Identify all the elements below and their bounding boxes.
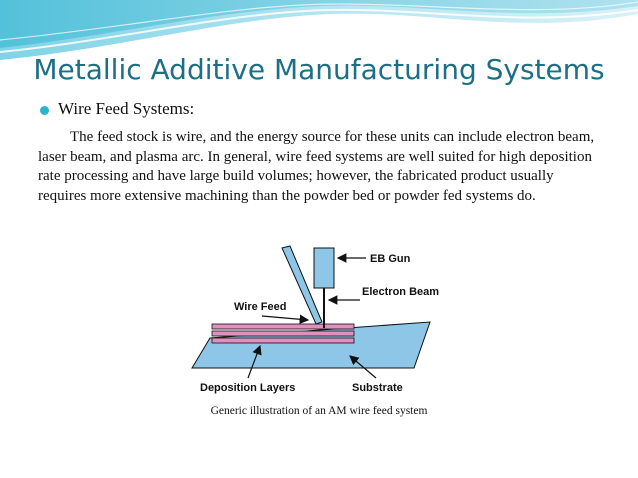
- slide-title: Metallic Additive Manufacturing Systems: [33, 53, 605, 86]
- wire-feed-nozzle: [281, 245, 323, 325]
- bullet-dot-icon: [40, 105, 49, 115]
- figure-caption: Generic illustration of an AM wire feed …: [210, 405, 428, 417]
- wire-feed-arrow: [261, 314, 310, 325]
- paragraph-text: The feed stock is wire, and the energy s…: [38, 129, 595, 204]
- deposition-layers-label: Deposition Layers: [200, 382, 295, 394]
- deposition-layer-3: [211, 337, 355, 344]
- bullet-item: Wire Feed Systems:: [40, 99, 194, 119]
- wire-feed-label: Wire Feed: [234, 301, 286, 313]
- deposition-layer-1: [211, 323, 355, 330]
- substrate-arrow: [349, 355, 377, 379]
- substrate-plate: [191, 321, 431, 369]
- substrate-label: Substrate: [352, 382, 403, 394]
- electron-beam-label: Electron Beam: [362, 286, 439, 298]
- bullet-heading: Wire Feed Systems:: [58, 99, 195, 118]
- header-wave-banner: [0, 0, 638, 60]
- body-paragraph: The feed stock is wire, and the energy s…: [38, 128, 598, 206]
- deposition-layers-arrow: [247, 344, 262, 379]
- deposition-layer-2: [211, 330, 355, 337]
- eb-gun-body: [313, 247, 335, 289]
- wire-feed-diagram: EB Gun Electron Beam Wire Feed Depositio…: [191, 245, 439, 394]
- eb-gun-label: EB Gun: [370, 253, 411, 265]
